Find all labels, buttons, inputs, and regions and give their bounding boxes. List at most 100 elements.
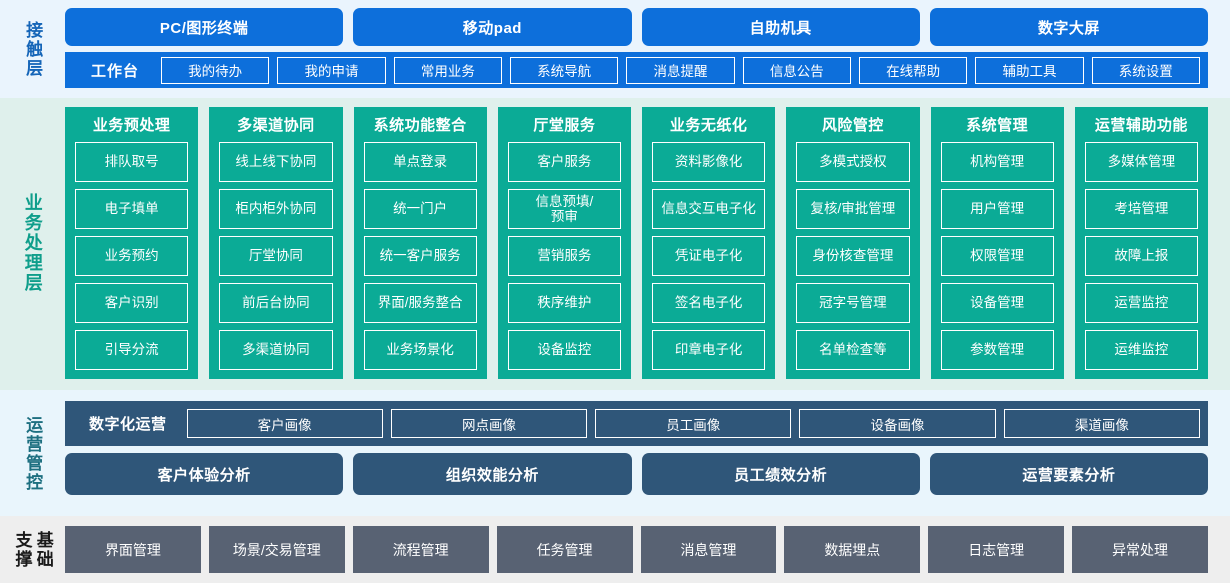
workbench-item-message-reminder[interactable]: 消息提醒	[626, 56, 735, 84]
business-item-customer-identification[interactable]: 客户识别	[75, 283, 189, 323]
workbench-item-announcement[interactable]: 信息公告	[742, 56, 851, 84]
business-item-front-back-sync[interactable]: 前后台协同	[219, 283, 333, 323]
portrait-device[interactable]: 设备画像	[799, 409, 996, 438]
business-item-counter-sync[interactable]: 柜内柜外协同	[219, 189, 333, 229]
business-item-info-exchange-digital[interactable]: 信息交互电子化	[652, 189, 766, 229]
workbench-item-system-navigation[interactable]: 系统导航	[510, 56, 619, 84]
business-column-operation-assist: 运营辅助功能 多媒体管理 考培管理 故障上报 运营监控 运维监控	[1074, 107, 1208, 379]
business-column-title: 运营辅助功能	[1094, 117, 1188, 134]
business-item-ui-service-integration[interactable]: 界面/服务整合	[363, 283, 477, 323]
channel-row: PC/图形终端 移动pad 自助机具 数字大屏	[65, 8, 1208, 46]
foundation-item-task-management[interactable]: 任务管理	[496, 526, 633, 573]
business-item-serial-number-management[interactable]: 冠字号管理	[796, 283, 910, 323]
business-item-multichannel-sync[interactable]: 多渠道协同	[219, 330, 333, 370]
portrait-customer[interactable]: 客户画像	[186, 409, 383, 438]
business-item-document-imaging[interactable]: 资料影像化	[652, 142, 766, 182]
business-column-items: 单点登录 统一门户 统一客户服务 界面/服务整合 业务场景化	[363, 142, 477, 370]
business-column-items: 客户服务 信息预填/ 预审 营销服务 秩序维护 设备监控	[507, 142, 621, 370]
business-layer-label: 业务处理层	[22, 193, 43, 293]
business-column-items: 机构管理 用户管理 权限管理 设备管理 参数管理	[940, 142, 1054, 370]
business-column-title: 业务预处理	[92, 117, 171, 134]
foundation-item-process-management[interactable]: 流程管理	[352, 526, 489, 573]
portrait-branch[interactable]: 网点画像	[390, 409, 588, 438]
foundation-layer-label: 基础支撑	[12, 530, 53, 569]
business-column-lobby-service: 厅堂服务 客户服务 信息预填/ 预审 营销服务 秩序维护 设备监控	[497, 107, 631, 379]
business-layer-band: 业务处理层 业务预处理 排队取号 电子填单 业务预约 客户识别 引导分流 多渠道…	[0, 98, 1230, 390]
workbench-title: 工作台	[91, 62, 140, 80]
foundation-layer-band: 基础支撑 界面管理 场景/交易管理 流程管理 任务管理 消息管理 数据埋点 日志…	[0, 516, 1230, 583]
business-item-maintenance-monitoring[interactable]: 运维监控	[1084, 330, 1198, 370]
business-item-operation-monitoring[interactable]: 运营监控	[1084, 283, 1198, 323]
business-item-organization-management[interactable]: 机构管理	[940, 142, 1054, 182]
workbench-item-common-business[interactable]: 常用业务	[393, 56, 502, 84]
workbench-item-my-todo[interactable]: 我的待办	[161, 56, 270, 84]
foundation-row: 界面管理 场景/交易管理 流程管理 任务管理 消息管理 数据埋点 日志管理 异常…	[65, 526, 1208, 573]
foundation-item-scenario-transaction-management[interactable]: 场景/交易管理	[208, 526, 345, 573]
analysis-organization-efficiency[interactable]: 组织效能分析	[353, 453, 632, 495]
business-column-title: 业务无纸化	[669, 117, 748, 134]
business-item-customer-service[interactable]: 客户服务	[507, 142, 621, 182]
business-column-items: 多媒体管理 考培管理 故障上报 运营监控 运维监控	[1084, 142, 1198, 370]
foundation-item-log-management[interactable]: 日志管理	[928, 526, 1065, 573]
business-item-business-scenario[interactable]: 业务场景化	[363, 330, 477, 370]
business-columns: 业务预处理 排队取号 电子填单 业务预约 客户识别 引导分流 多渠道协同 线上线…	[65, 107, 1208, 379]
contact-layer-body: PC/图形终端 移动pad 自助机具 数字大屏 工作台 我的待办 我的申请 常用…	[65, 8, 1208, 90]
business-item-list-check[interactable]: 名单检查等	[796, 330, 910, 370]
business-item-info-prefill-prereview[interactable]: 信息预填/ 预审	[507, 189, 621, 229]
workbench-item-my-application[interactable]: 我的申请	[277, 56, 386, 84]
portrait-employee[interactable]: 员工画像	[595, 409, 792, 438]
business-item-single-sign-on[interactable]: 单点登录	[363, 142, 477, 182]
business-item-voucher-digital[interactable]: 凭证电子化	[652, 236, 766, 276]
contact-layer-band: 接触层 PC/图形终端 移动pad 自助机具 数字大屏 工作台 我的待办 我的申…	[0, 0, 1230, 98]
business-item-unified-portal[interactable]: 统一门户	[363, 189, 477, 229]
business-item-fault-reporting[interactable]: 故障上报	[1084, 236, 1198, 276]
operation-layer-body: 数字化运营 客户画像 网点画像 员工画像 设备画像 渠道画像 客户体验分析 组织…	[65, 401, 1208, 506]
business-item-device-monitoring[interactable]: 设备监控	[507, 330, 621, 370]
workbench-row: 工作台 我的待办 我的申请 常用业务 系统导航 消息提醒 信息公告 在线帮助 辅…	[65, 52, 1208, 88]
business-item-device-management[interactable]: 设备管理	[940, 283, 1054, 323]
business-item-signature-digital[interactable]: 签名电子化	[652, 283, 766, 323]
foundation-item-data-tracking[interactable]: 数据埋点	[784, 526, 921, 573]
channel-box-self-service[interactable]: 自助机具	[641, 8, 920, 46]
business-item-queue-number[interactable]: 排队取号	[75, 142, 189, 182]
business-column-items: 排队取号 电子填单 业务预约 客户识别 引导分流	[75, 142, 189, 370]
analysis-customer-experience[interactable]: 客户体验分析	[65, 453, 344, 495]
business-item-parameter-management[interactable]: 参数管理	[940, 330, 1054, 370]
business-item-multimedia-management[interactable]: 多媒体管理	[1084, 142, 1198, 182]
workbench-item-system-settings[interactable]: 系统设置	[1091, 56, 1200, 84]
business-column-paperless: 业务无纸化 资料影像化 信息交互电子化 凭证电子化 签名电子化 印章电子化	[642, 107, 776, 379]
business-item-order-maintenance[interactable]: 秩序维护	[507, 283, 621, 323]
business-column-risk-control: 风险管控 多模式授权 复核/审批管理 身份核查管理 冠字号管理 名单检查等	[786, 107, 920, 379]
business-item-multimode-authorization[interactable]: 多模式授权	[796, 142, 910, 182]
foundation-item-exception-handling[interactable]: 异常处理	[1072, 526, 1208, 573]
workbench-item-online-help[interactable]: 在线帮助	[858, 56, 968, 84]
business-column-system-integration: 系统功能整合 单点登录 统一门户 统一客户服务 界面/服务整合 业务场景化	[353, 107, 487, 379]
channel-box-pc[interactable]: PC/图形终端	[65, 8, 344, 46]
business-item-permission-management[interactable]: 权限管理	[940, 236, 1054, 276]
business-column-preprocessing: 业务预处理 排队取号 电子填单 业务预约 客户识别 引导分流	[65, 107, 199, 379]
portrait-channel[interactable]: 渠道画像	[1003, 409, 1200, 438]
foundation-item-message-management[interactable]: 消息管理	[640, 526, 777, 573]
business-item-review-approval[interactable]: 复核/审批管理	[796, 189, 910, 229]
business-item-marketing-service[interactable]: 营销服务	[507, 236, 621, 276]
business-item-online-offline-sync[interactable]: 线上线下协同	[219, 142, 333, 182]
analysis-employee-performance[interactable]: 员工绩效分析	[641, 453, 920, 495]
foundation-item-ui-management[interactable]: 界面管理	[65, 526, 201, 573]
analysis-operation-factors[interactable]: 运营要素分析	[929, 453, 1208, 495]
business-column-title: 厅堂服务	[533, 117, 596, 134]
business-item-identity-verification[interactable]: 身份核查管理	[796, 236, 910, 276]
business-item-seal-digital[interactable]: 印章电子化	[652, 330, 766, 370]
business-item-unified-customer-service[interactable]: 统一客户服务	[363, 236, 477, 276]
business-item-electronic-form[interactable]: 电子填单	[75, 189, 189, 229]
channel-box-mobile-pad[interactable]: 移动pad	[353, 8, 632, 46]
business-item-training-management[interactable]: 考培管理	[1084, 189, 1198, 229]
business-item-guided-diversion[interactable]: 引导分流	[75, 330, 189, 370]
business-item-user-management[interactable]: 用户管理	[940, 189, 1054, 229]
business-item-appointment[interactable]: 业务预约	[75, 236, 189, 276]
channel-box-digital-screen[interactable]: 数字大屏	[929, 8, 1208, 46]
workbench-item-auxiliary-tools[interactable]: 辅助工具	[975, 56, 1084, 84]
business-item-lobby-sync[interactable]: 厅堂协同	[219, 236, 333, 276]
foundation-layer-body: 界面管理 场景/交易管理 流程管理 任务管理 消息管理 数据埋点 日志管理 异常…	[65, 526, 1208, 573]
digital-operation-title: 数字化运营	[89, 416, 167, 433]
